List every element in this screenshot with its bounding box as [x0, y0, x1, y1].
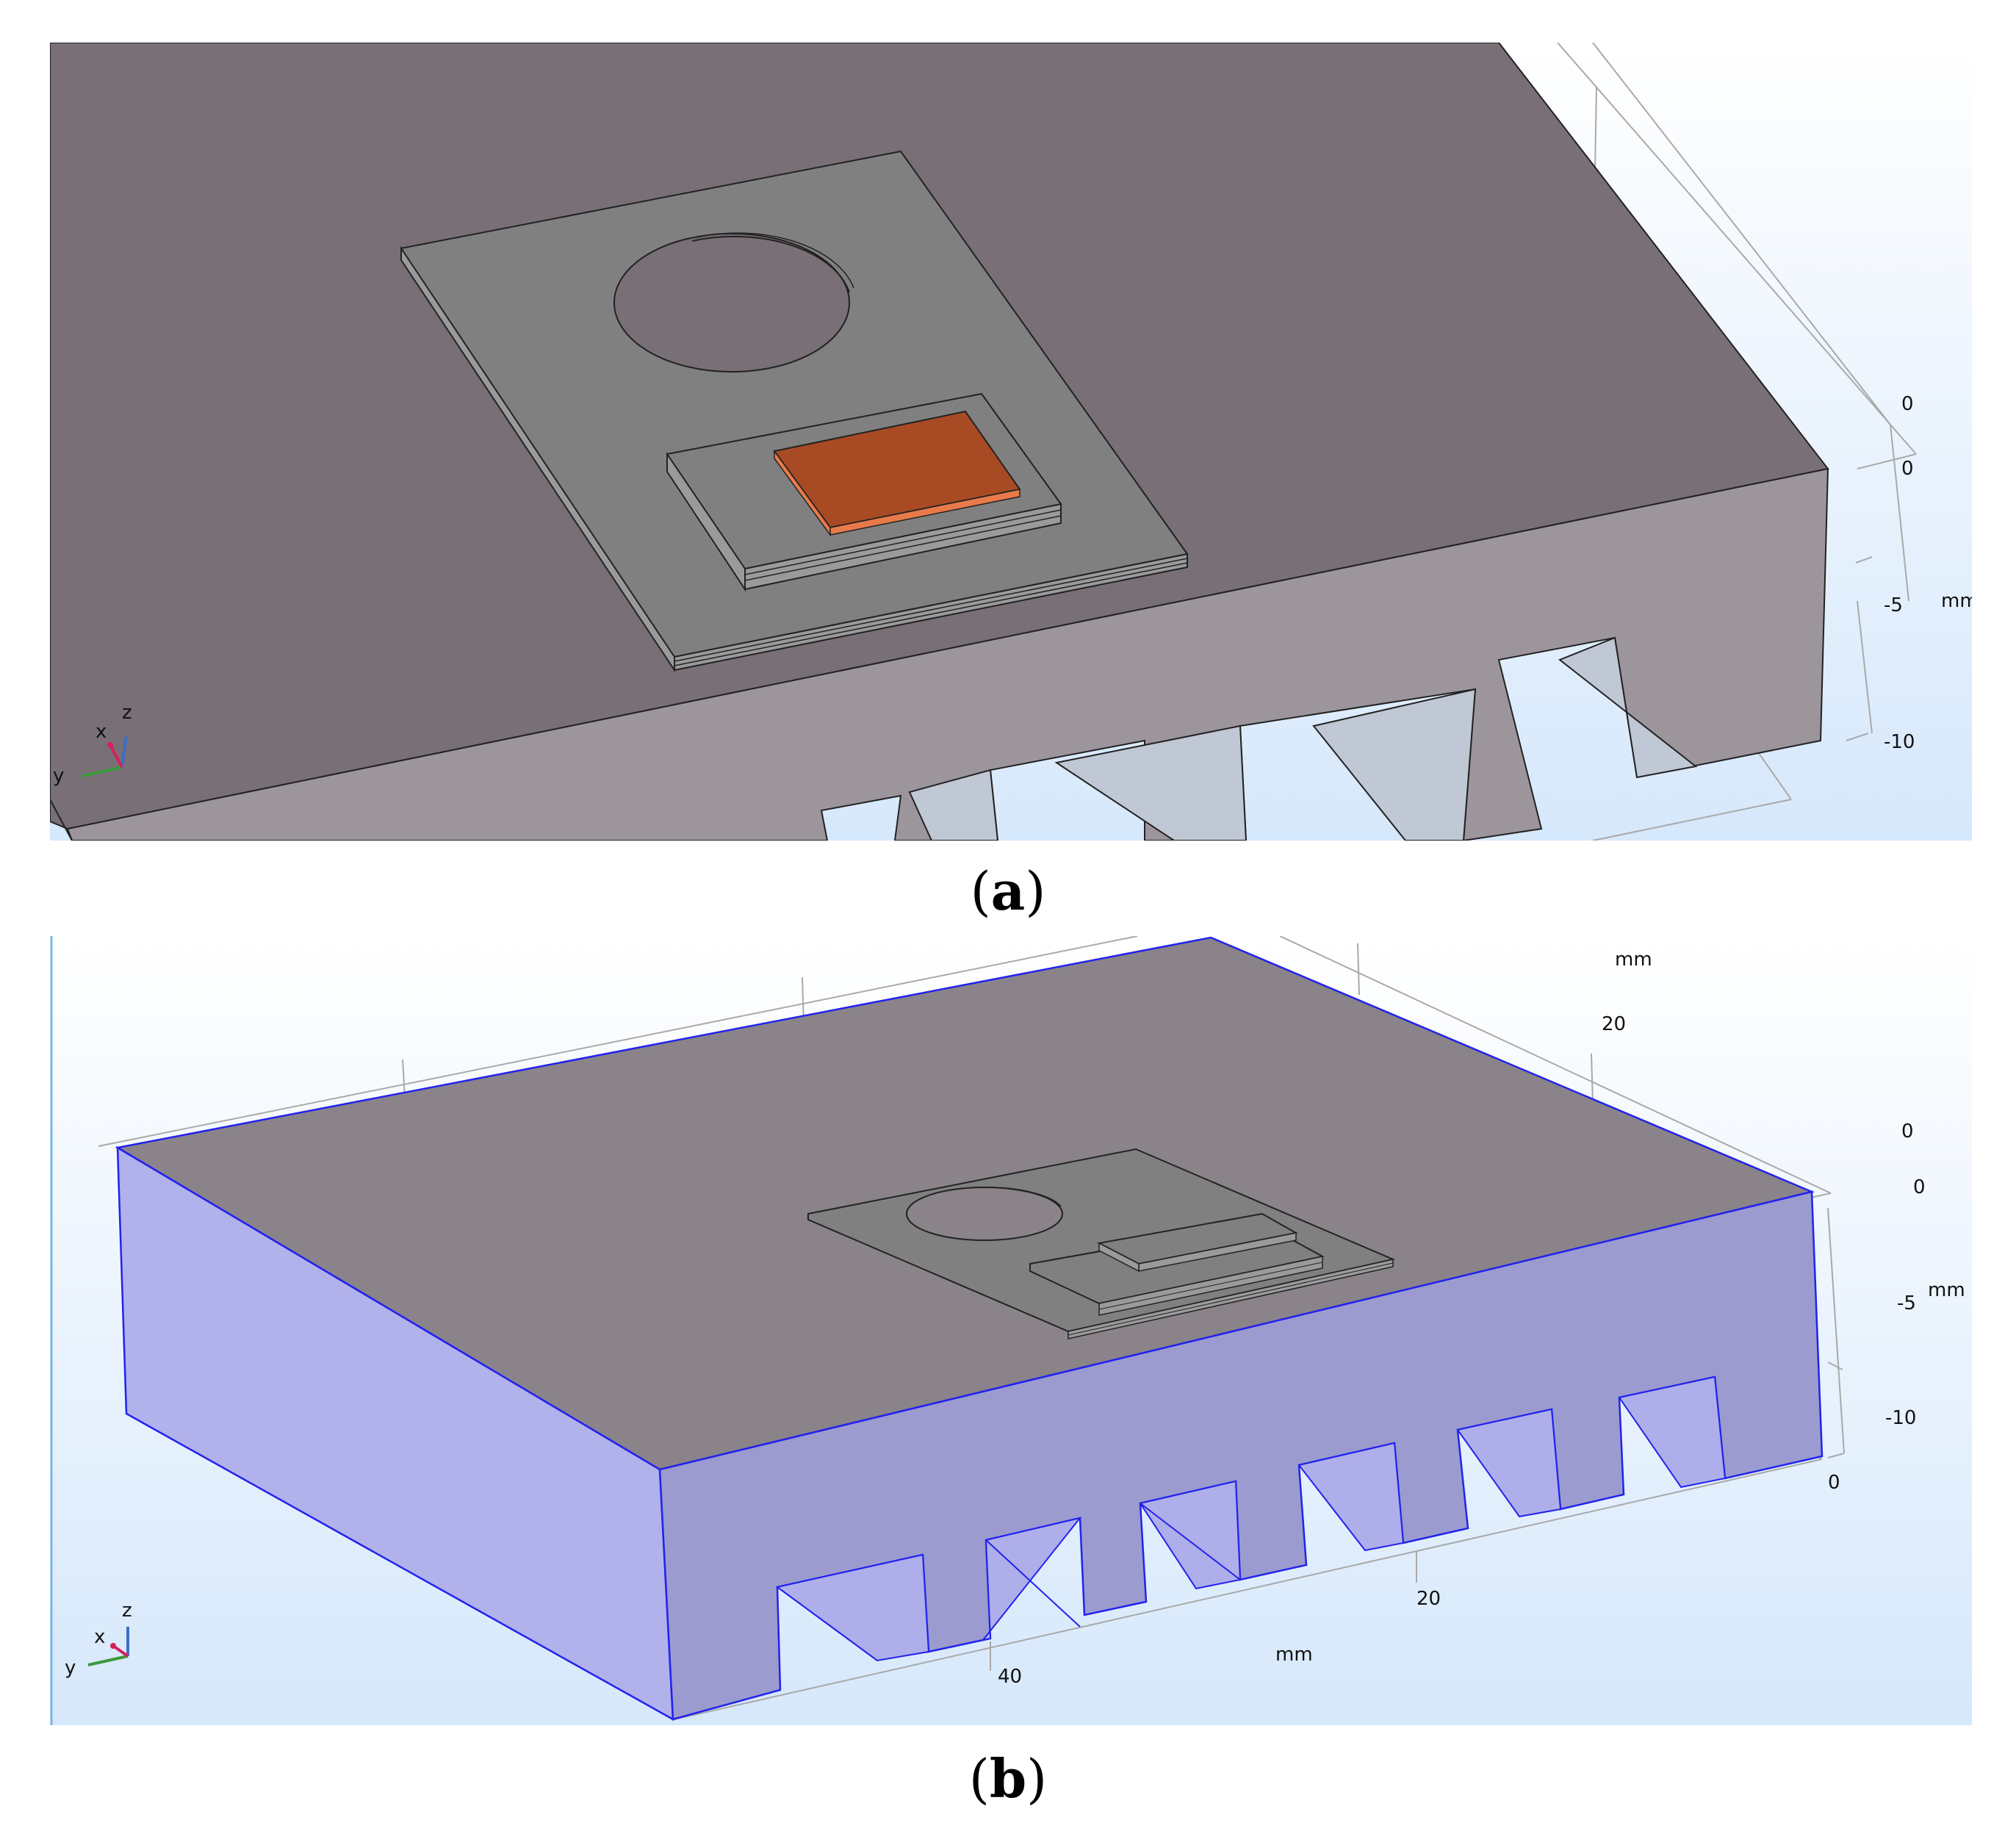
coordinate-triad-icon: z x y	[53, 702, 132, 787]
fin-gaps	[908, 636, 1698, 841]
x-tick-label: 40	[998, 1666, 1022, 1688]
copper-chip[interactable]	[773, 410, 1021, 537]
z-tick-label: 0	[1901, 1120, 1914, 1143]
fin-gaps	[775, 1375, 1727, 1662]
y-axis-unit: mm	[1615, 949, 1652, 971]
chip[interactable]	[1096, 1212, 1298, 1273]
caption-a: (a)	[970, 860, 1046, 922]
y-tick-label: 20	[1602, 1013, 1626, 1035]
panel-b-viewport[interactable]: mm 20 0 0 mm -5 -10 0 20 mm 40 z x y	[50, 936, 1972, 1725]
z-tick-label: -10	[1884, 731, 1915, 753]
caption-b: (b)	[968, 1747, 1048, 1810]
panel-a-viewport[interactable]: 0 0 -5 mm -10 z x y	[50, 43, 1972, 841]
z-tick-label: 0	[1901, 393, 1914, 415]
triad-z-label: z	[122, 1600, 132, 1622]
z-tick-label: -5	[1884, 594, 1903, 616]
x-tick-label: 0	[1828, 1472, 1840, 1494]
axis-labels: mm 20 0 0 mm -5 -10 0 20 mm 40	[998, 949, 1965, 1688]
z-tick-label: 0	[1901, 458, 1914, 480]
x-axis-unit: mm	[1275, 1644, 1313, 1666]
circular-hole[interactable]	[613, 232, 854, 373]
coordinate-triad-icon: z x y	[65, 1600, 132, 1679]
panel-a-canvas: 0 0 -5 mm -10 z x y	[50, 43, 1972, 841]
circular-hole[interactable]	[906, 1187, 1063, 1241]
x-tick-label: 20	[1416, 1588, 1441, 1610]
z-axis-labels: 0 0 -5 mm -10	[1884, 393, 1972, 753]
triad-y-label: y	[65, 1657, 76, 1679]
triad-x-label: x	[94, 1626, 105, 1648]
triad-x-label: x	[96, 721, 107, 743]
z-tick-label: -10	[1885, 1407, 1916, 1429]
triad-y-label: y	[53, 765, 64, 787]
triad-z-label: z	[122, 702, 132, 724]
z-tick-label: -5	[1897, 1292, 1916, 1314]
z-axis-unit: mm	[1941, 590, 1972, 612]
z-tick-label: 0	[1913, 1176, 1926, 1198]
z-axis-unit: mm	[1928, 1279, 1965, 1301]
panel-b-canvas: mm 20 0 0 mm -5 -10 0 20 mm 40 z x y	[50, 936, 1972, 1725]
